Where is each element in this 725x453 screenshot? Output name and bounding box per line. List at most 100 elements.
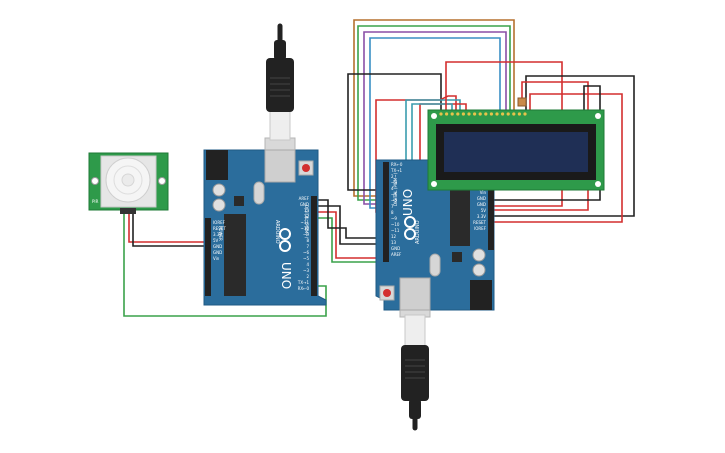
pin-label: ~5 xyxy=(391,192,397,197)
lcd-pin[interactable] xyxy=(495,112,499,116)
pin-label: ~10 xyxy=(301,226,310,231)
pin-label: ~9 xyxy=(391,216,397,221)
lcd-pin[interactable] xyxy=(439,112,443,116)
lcd-pin[interactable] xyxy=(517,112,522,116)
wire-data-2[interactable] xyxy=(318,217,382,263)
arduino-logo-icon xyxy=(404,216,416,240)
capacitor-2 xyxy=(212,198,226,212)
pir-screw-left xyxy=(91,177,99,185)
pin-label: IOREF xyxy=(474,226,487,231)
pin-label: AREF xyxy=(299,196,310,201)
power-jack xyxy=(470,280,492,310)
arduino-uno-left[interactable]: UNO ARDUINO DIGITAL (PWM~) POWER AREFGND… xyxy=(203,149,327,306)
usb-port xyxy=(264,149,296,183)
reset-button[interactable] xyxy=(302,164,310,172)
usb-plug-body xyxy=(401,345,429,401)
pin-label: 7 xyxy=(306,244,309,249)
pin-label: RX←0 xyxy=(298,286,310,291)
capacitor-2 xyxy=(472,263,486,277)
microcontroller-chip xyxy=(450,188,470,246)
wires xyxy=(123,19,635,317)
pin-label: 3.3V xyxy=(213,232,222,237)
wire-gnd-link[interactable] xyxy=(318,205,382,245)
lcd-screen xyxy=(444,132,588,172)
lcd-16x2[interactable] xyxy=(427,97,605,191)
pin-label: 13 xyxy=(304,208,310,213)
pin-label: RX←0 xyxy=(391,162,403,167)
usb-grip-icon xyxy=(405,359,425,379)
board-brand: ARDUINO xyxy=(415,220,421,244)
pin-label: ~6 xyxy=(303,250,309,255)
pin-label: ~11 xyxy=(301,220,310,225)
wire-backlight-a[interactable] xyxy=(494,81,589,211)
pin-label: 4 xyxy=(306,262,309,267)
pir-screw-right xyxy=(158,177,166,185)
pin-label: 2 xyxy=(306,274,309,279)
lcd-pin[interactable] xyxy=(512,112,516,116)
small-chip xyxy=(234,196,244,206)
lcd-pin[interactable] xyxy=(445,112,449,116)
pin-label: GND xyxy=(391,246,400,251)
lcd-pin[interactable] xyxy=(450,112,454,116)
wire-data-3[interactable] xyxy=(318,199,382,239)
pin-label: GND xyxy=(213,250,222,255)
small-chip xyxy=(452,252,462,262)
pin-label: ~11 xyxy=(391,228,400,233)
pin-label: GND xyxy=(477,196,486,201)
pin-label: AREF xyxy=(391,252,402,257)
wire-data-1[interactable] xyxy=(318,211,382,259)
pin-label: 2 xyxy=(391,174,394,179)
lcd-pin[interactable] xyxy=(506,112,510,116)
lcd-pin[interactable] xyxy=(478,112,482,116)
wire-lcd-gnd[interactable] xyxy=(347,73,442,191)
power-label: POWER xyxy=(218,226,223,241)
pir-dome-segment xyxy=(113,165,143,195)
pin-label: RESET xyxy=(213,226,226,231)
lcd-pin[interactable] xyxy=(484,112,488,116)
lcd-hole-tl xyxy=(431,113,437,119)
digital-header xyxy=(383,162,389,262)
pin-label: TX→1 xyxy=(390,168,403,173)
lcd-pin[interactable] xyxy=(489,112,493,116)
pin-label: Vin xyxy=(480,190,487,195)
lcd-pin[interactable] xyxy=(501,112,505,116)
wire-pwr-loop[interactable] xyxy=(494,93,623,223)
pir-header xyxy=(120,208,136,214)
wire-lcd-d6[interactable] xyxy=(357,25,511,201)
pin-label: ~5 xyxy=(303,256,309,261)
pin-label: GND xyxy=(477,202,486,207)
arduino-logo-icon xyxy=(279,228,291,252)
wire-pir-out[interactable] xyxy=(123,212,327,317)
digital-label: DIGITAL (PWM~) xyxy=(304,205,309,239)
wire-pir-gnd[interactable] xyxy=(132,212,210,247)
digital-header xyxy=(311,196,317,296)
wire-pir-vcc[interactable] xyxy=(128,212,210,243)
lcd-pin[interactable] xyxy=(456,112,460,116)
usb-cable-neck xyxy=(409,399,421,419)
lcd-pin[interactable] xyxy=(467,112,471,116)
pin-label: 13 xyxy=(391,240,397,245)
pin-label: GND xyxy=(300,202,309,207)
reset-button[interactable] xyxy=(383,289,391,297)
lcd-pin[interactable] xyxy=(461,112,465,116)
wire-lcd-vcc[interactable] xyxy=(445,61,563,207)
pin-label: 12 xyxy=(304,214,310,219)
wire-gnd-loop[interactable] xyxy=(494,85,601,201)
microcontroller-chip xyxy=(224,214,246,296)
lcd-pin[interactable] xyxy=(523,112,527,116)
arduino-uno-right[interactable]: UNO ARDUINO DIGITAL (PWM~) RX←0TX→12~34~… xyxy=(375,159,495,311)
pin-label: 12 xyxy=(391,234,397,239)
crystal xyxy=(253,181,265,205)
lcd-pin[interactable] xyxy=(473,112,477,116)
wire-backlight-gnd[interactable] xyxy=(494,75,635,217)
pir-sensor[interactable]: PIR xyxy=(88,152,169,214)
pin-label: 7 xyxy=(391,204,394,209)
board-name: UNO xyxy=(401,189,415,216)
pin-label: 5V xyxy=(481,208,487,213)
board-name: UNO xyxy=(279,262,293,289)
pin-label: GND xyxy=(213,244,222,249)
usb-grip-icon xyxy=(270,77,290,97)
